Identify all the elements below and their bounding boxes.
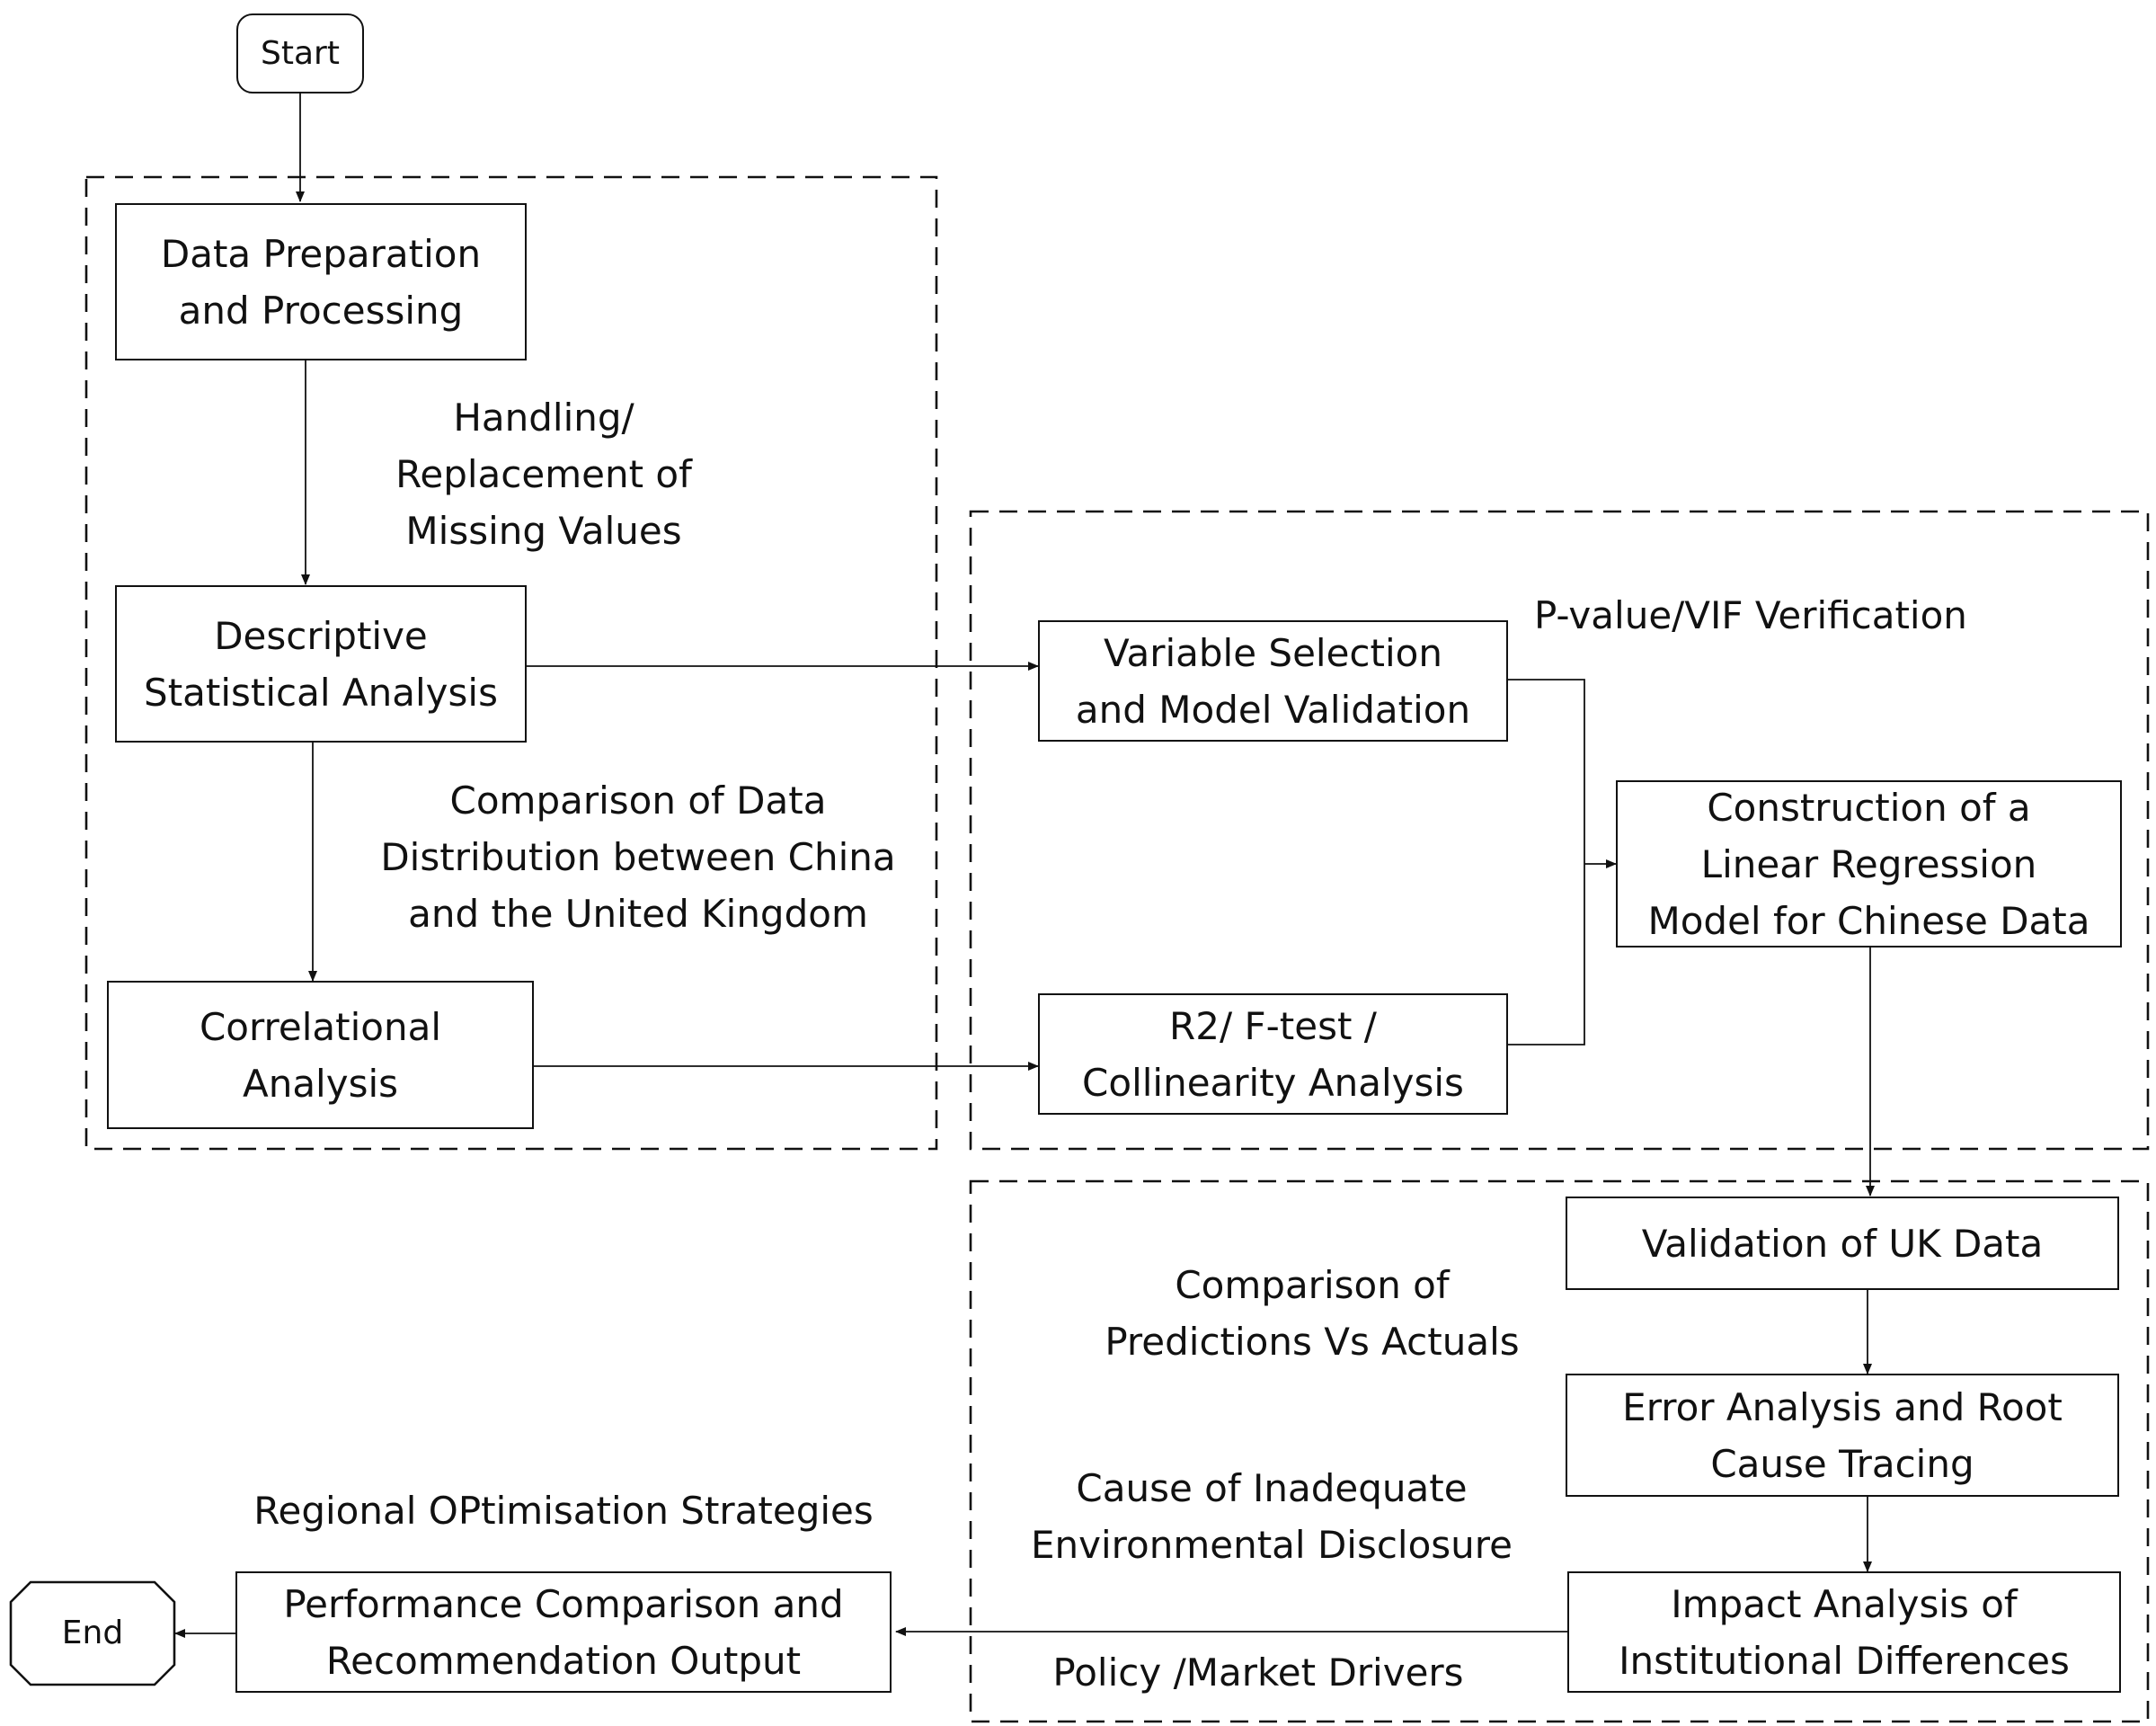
label-cause-inadequate-disclosure: Cause of Inadequate Environmental Disclo…: [1031, 1466, 1513, 1567]
construction-model-box: Construction of a Linear Regression Mode…: [1616, 780, 2122, 948]
error-analysis-box: Error Analysis and Root Cause Tracing: [1566, 1374, 2119, 1497]
label-comparison-predictions: Comparison of Predictions Vs Actuals: [1105, 1263, 1520, 1364]
impact-analysis-box: Impact Analysis of Institutional Differe…: [1567, 1571, 2121, 1693]
end-terminal: End: [61, 1615, 124, 1651]
descriptive-analysis-box: Descriptive Statistical Analysis: [115, 585, 527, 743]
connector-variable-selection-branch: [1508, 679, 1585, 1045]
performance-comparison-box: Performance Comparison and Recommendatio…: [235, 1571, 892, 1693]
label-regional-optimisation: Regional OPtimisation Strategies: [253, 1489, 874, 1533]
variable-selection-box: Variable Selection and Model Validation: [1038, 620, 1508, 742]
correlational-analysis-box: Correlational Analysis: [107, 981, 534, 1129]
start-terminal: Start: [236, 13, 364, 93]
label-comparison-distribution: Comparison of Data Distribution between …: [380, 778, 896, 936]
group-uk-validation: [969, 1179, 2150, 1723]
label-handling-missing-values: Handling/ Replacement of Missing Values: [395, 396, 692, 553]
group-model-building: [969, 510, 2150, 1151]
validation-uk-box: Validation of UK Data: [1566, 1197, 2119, 1290]
label-policy-market-drivers: Policy /Market Drivers: [1052, 1650, 1464, 1695]
label-pvalue-vif: P-value/VIF Verification: [1534, 593, 1967, 637]
data-preparation-box: Data Preparation and Processing: [115, 203, 527, 360]
end-terminal-shape: [9, 1580, 176, 1686]
r2-ftest-box: R2/ F-test / Collinearity Analysis: [1038, 993, 1508, 1115]
group-data-processing: [84, 175, 938, 1151]
